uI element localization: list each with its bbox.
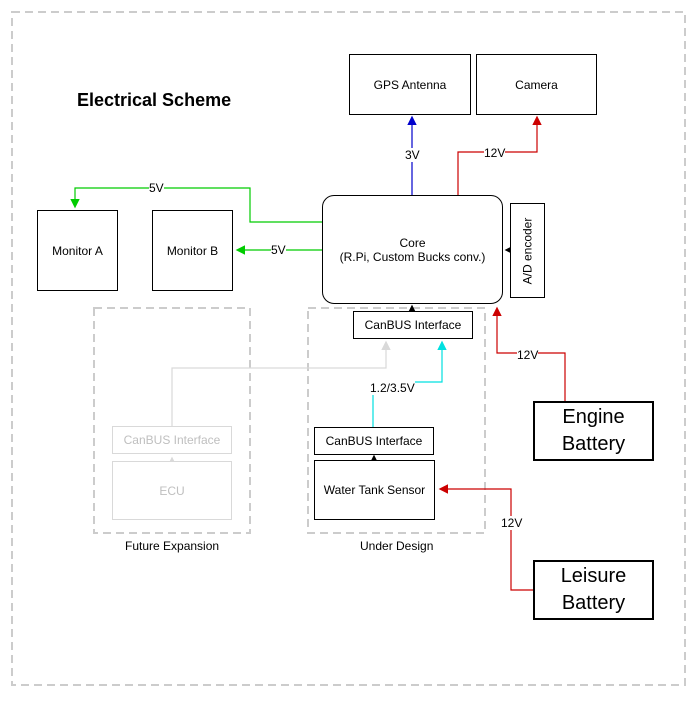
core-sublabel: (R.Pi, Custom Bucks conv.) <box>339 249 486 264</box>
ad-encoder-label: A/D encoder <box>520 217 535 284</box>
future-expansion-label: Future Expansion <box>125 539 220 553</box>
monitor-a-node: Monitor A <box>37 210 118 291</box>
engine-battery-label-2: Battery <box>561 433 626 455</box>
edge-leisure-water <box>438 484 533 591</box>
canbus-interface-future-node: CanBUS Interface <box>112 426 232 454</box>
leisure-battery-node: Leisure Battery <box>533 560 654 620</box>
leisure-battery-label-1: Leisure <box>560 565 627 587</box>
edge-label-engine: 12V <box>517 348 539 362</box>
under-design-frame <box>307 307 486 534</box>
edge-label-camera: 12V <box>484 146 506 160</box>
canbus-interface-core-node: CanBUS Interface <box>353 311 473 339</box>
edge-label-leisure: 12V <box>501 516 523 530</box>
monitor-b-node: Monitor B <box>152 210 233 291</box>
engine-battery-label-1: Engine <box>562 406 625 428</box>
under-design-label: Under Design <box>360 539 434 553</box>
ecu-node: ECU <box>112 461 232 520</box>
edge-core-monitor-a <box>70 187 322 223</box>
diagram-title: Electrical Scheme <box>77 90 232 110</box>
ad-encoder-node: A/D encoder <box>510 203 545 298</box>
edge-label-canbus: 1.2/3.5V <box>370 381 415 395</box>
edge-future-canbus <box>171 340 391 426</box>
canbus-interface-sensor-node: CanBUS Interface <box>314 427 434 455</box>
leisure-battery-label-2: Battery <box>561 592 626 614</box>
future-expansion-frame <box>93 307 251 534</box>
camera-node: Camera <box>476 54 597 115</box>
core-node: Core (R.Pi, Custom Bucks conv.) <box>322 195 503 304</box>
water-tank-sensor-node: Water Tank Sensor <box>314 460 435 520</box>
core-label: Core <box>399 235 426 250</box>
gps-antenna-node: GPS Antenna <box>349 54 471 115</box>
outer-frame <box>11 11 686 686</box>
edge-label-monitor-b: 5V <box>271 243 286 257</box>
engine-battery-node: Engine Battery <box>533 401 654 461</box>
edge-label-gps: 3V <box>405 148 420 162</box>
edge-label-monitor-a: 5V <box>149 181 164 195</box>
